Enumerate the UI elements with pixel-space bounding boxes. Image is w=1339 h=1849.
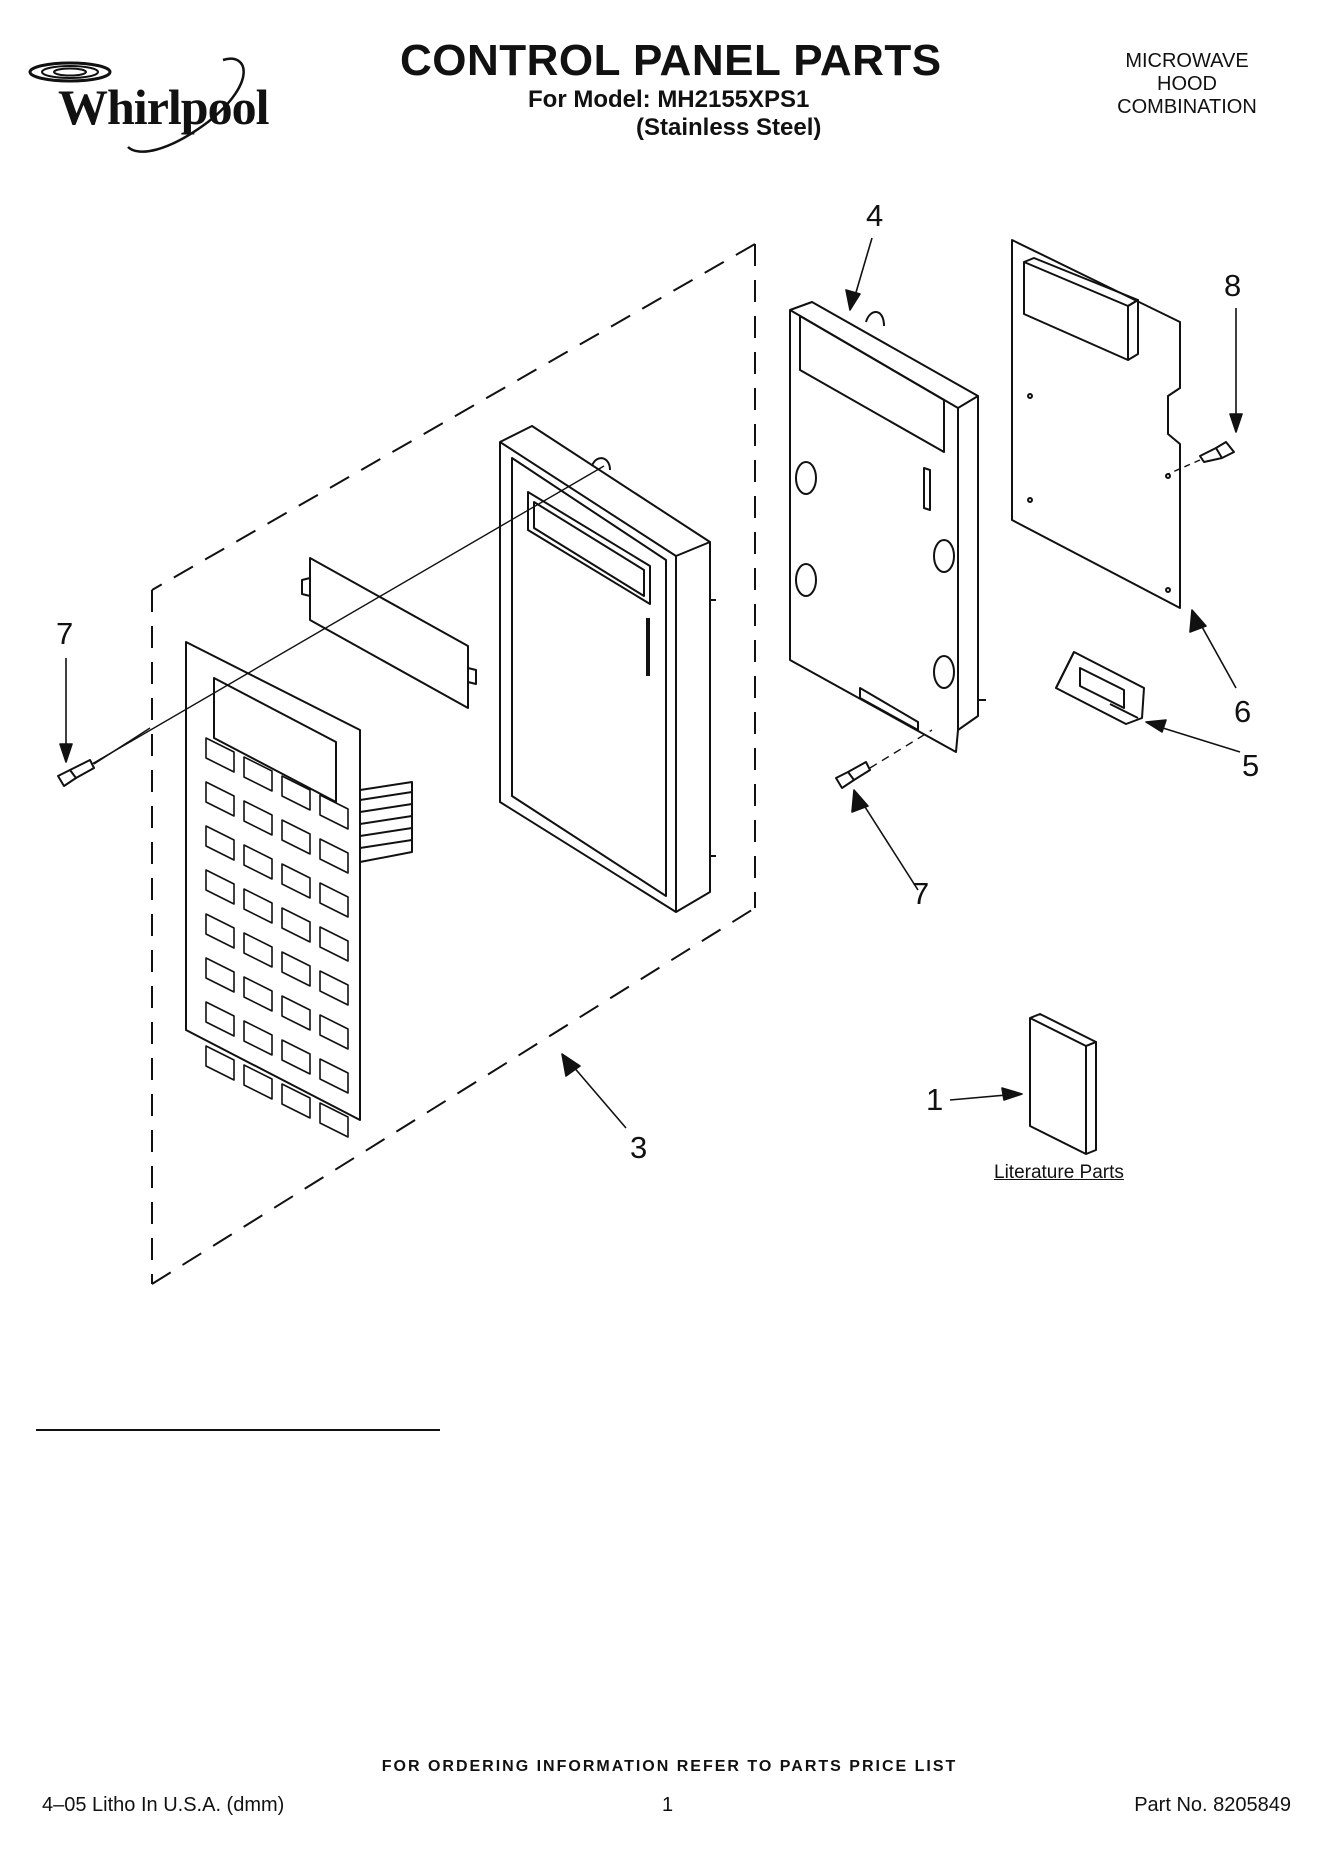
callout-8: 8 bbox=[1224, 268, 1242, 303]
screw-icon-right bbox=[835, 729, 933, 789]
keypad-key bbox=[281, 1083, 311, 1119]
keypad-key bbox=[281, 819, 311, 855]
callout-7-right: 7 bbox=[912, 876, 930, 911]
product-type-line: COMBINATION bbox=[1117, 96, 1257, 118]
part-number: Part No. 8205849 bbox=[1134, 1794, 1291, 1816]
product-type: MICROWAVE HOOD COMBINATION bbox=[1087, 50, 1287, 119]
callout-leaders bbox=[59, 237, 1243, 1129]
keypad-key bbox=[319, 1102, 349, 1138]
keypad-key bbox=[281, 951, 311, 987]
assembly-line bbox=[91, 465, 605, 765]
product-type-line: HOOD bbox=[1157, 73, 1217, 95]
keypad-buttons bbox=[205, 737, 349, 1138]
keypad-overlay-part bbox=[185, 641, 413, 1138]
callout-3: 3 bbox=[630, 1130, 648, 1165]
brand-wordmark: Whirlpool bbox=[58, 79, 269, 135]
keypad-key bbox=[243, 1064, 273, 1100]
model-line: For Model: MH2155XPS1 bbox=[528, 86, 810, 113]
keypad-key bbox=[319, 838, 349, 874]
callout-1: 1 bbox=[926, 1082, 944, 1117]
logo-swirl-icon bbox=[28, 57, 245, 153]
display-window-part bbox=[301, 557, 477, 709]
keypad-key bbox=[243, 756, 273, 792]
mounting-clip-part bbox=[1055, 651, 1145, 725]
callout-5: 5 bbox=[1242, 748, 1260, 783]
keypad-key bbox=[319, 1014, 349, 1050]
litho-note: 4–05 Litho In U.S.A. (dmm) bbox=[42, 1794, 285, 1816]
callout-4: 4 bbox=[866, 198, 884, 233]
keypad-key bbox=[205, 957, 235, 993]
product-type-line: MICROWAVE bbox=[1125, 50, 1249, 72]
screw-icon-board bbox=[1167, 441, 1235, 475]
control-panel-frame bbox=[499, 425, 716, 913]
keypad-key bbox=[243, 1020, 273, 1056]
callout-7-left: 7 bbox=[56, 616, 74, 651]
keypad-key bbox=[281, 863, 311, 899]
assembly-boundary bbox=[151, 243, 756, 1285]
keypad-key bbox=[319, 794, 349, 830]
control-board-part bbox=[1011, 239, 1181, 609]
literature-booklet-part bbox=[1029, 1013, 1097, 1155]
ordering-note: FOR ORDERING INFORMATION REFER TO PARTS … bbox=[381, 1758, 958, 1775]
callout-6: 6 bbox=[1234, 694, 1252, 729]
whirlpool-logo: Whirlpool bbox=[18, 42, 278, 162]
literature-parts-label: Literature Parts bbox=[994, 1162, 1124, 1183]
keypad-key bbox=[205, 869, 235, 905]
keypad-key bbox=[205, 781, 235, 817]
keypad-key bbox=[243, 932, 273, 968]
keypad-key bbox=[205, 1045, 235, 1081]
keypad-key bbox=[205, 913, 235, 949]
keypad-key bbox=[205, 1001, 235, 1037]
keypad-key bbox=[243, 976, 273, 1012]
keypad-key bbox=[281, 775, 311, 811]
keypad-key bbox=[243, 888, 273, 924]
keypad-key bbox=[281, 995, 311, 1031]
page-title: CONTROL PANEL PARTS bbox=[400, 36, 942, 85]
keypad-key bbox=[319, 926, 349, 962]
keypad-key bbox=[205, 825, 235, 861]
keypad-key bbox=[281, 907, 311, 943]
keypad-key bbox=[205, 737, 235, 773]
keypad-key bbox=[281, 1039, 311, 1075]
keypad-key bbox=[243, 844, 273, 880]
keypad-key bbox=[319, 882, 349, 918]
keypad-key bbox=[319, 1058, 349, 1094]
page-number: 1 bbox=[662, 1794, 674, 1816]
finish-line: (Stainless Steel) bbox=[636, 114, 822, 141]
keypad-key bbox=[319, 970, 349, 1006]
keypad-key bbox=[243, 800, 273, 836]
control-bracket-part bbox=[789, 301, 986, 753]
